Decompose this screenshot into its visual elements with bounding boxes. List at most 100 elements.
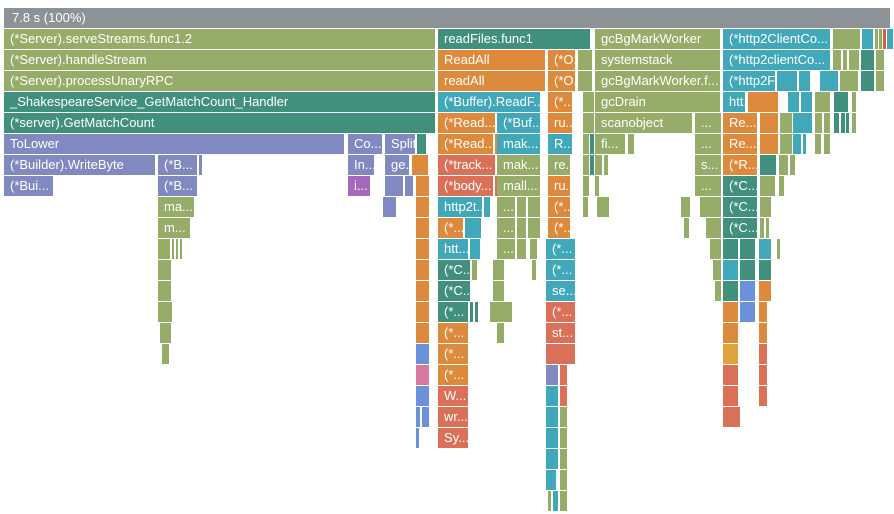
flame-frame[interactable] bbox=[759, 344, 767, 364]
flame-frame[interactable] bbox=[416, 323, 429, 343]
flame-frame[interactable] bbox=[416, 260, 429, 280]
flame-root-frame[interactable]: 7.8 s (100%) bbox=[4, 8, 890, 28]
flame-frame[interactable]: (*B... bbox=[158, 155, 197, 175]
flame-frame[interactable] bbox=[416, 218, 429, 238]
flame-frame[interactable]: ... bbox=[497, 218, 515, 238]
flame-frame[interactable]: (*track... bbox=[438, 155, 495, 175]
flame-frame[interactable] bbox=[517, 239, 526, 259]
flame-frame[interactable]: Split bbox=[385, 134, 415, 154]
flame-frame[interactable]: st... bbox=[546, 323, 575, 343]
flame-frame[interactable] bbox=[416, 386, 429, 406]
flame-frame[interactable]: (*... bbox=[548, 218, 570, 238]
flame-frame[interactable] bbox=[465, 218, 481, 238]
flame-frame[interactable] bbox=[760, 176, 775, 196]
flame-frame[interactable] bbox=[530, 239, 537, 259]
flame-frame[interactable] bbox=[815, 92, 830, 112]
flame-frame[interactable] bbox=[879, 29, 882, 49]
flame-frame[interactable] bbox=[475, 302, 478, 322]
flame-frame[interactable] bbox=[470, 239, 480, 259]
flame-frame[interactable] bbox=[700, 197, 721, 217]
flame-frame[interactable] bbox=[405, 176, 413, 196]
flame-frame[interactable]: (*http2Fr... bbox=[723, 71, 775, 91]
flame-frame[interactable] bbox=[876, 71, 884, 91]
flame-frame[interactable] bbox=[740, 302, 755, 322]
flame-frame[interactable]: se... bbox=[546, 281, 575, 301]
flame-frame[interactable]: (*Server).serveStreams.func1.2 bbox=[4, 29, 435, 49]
flame-frame[interactable]: ... bbox=[695, 176, 721, 196]
flame-frame[interactable] bbox=[748, 92, 778, 112]
flame-frame[interactable]: (*... bbox=[438, 365, 468, 385]
flame-frame[interactable] bbox=[759, 239, 771, 259]
flame-frame[interactable] bbox=[560, 449, 567, 469]
flame-frame[interactable] bbox=[590, 155, 594, 175]
flame-frame[interactable]: s... bbox=[695, 155, 721, 175]
flame-frame[interactable] bbox=[760, 134, 778, 154]
flame-frame[interactable]: (*Bui... bbox=[4, 176, 53, 196]
flame-frame[interactable] bbox=[553, 491, 558, 511]
flame-frame[interactable] bbox=[493, 260, 504, 280]
flame-frame[interactable] bbox=[416, 239, 429, 259]
flame-frame[interactable]: (*B... bbox=[158, 176, 197, 196]
flame-frame[interactable] bbox=[472, 260, 477, 280]
flame-frame[interactable] bbox=[841, 113, 845, 133]
flame-frame[interactable] bbox=[788, 92, 799, 112]
flame-frame[interactable] bbox=[517, 218, 526, 238]
flame-frame[interactable] bbox=[546, 344, 575, 364]
flame-frame[interactable]: ReadAll bbox=[438, 50, 545, 70]
flame-frame[interactable]: re... bbox=[548, 155, 570, 175]
flame-frame[interactable] bbox=[759, 260, 771, 280]
flame-frame[interactable] bbox=[681, 197, 690, 217]
flame-frame[interactable]: htt... bbox=[723, 92, 745, 112]
flame-frame[interactable] bbox=[385, 176, 403, 196]
flame-frame[interactable]: htt... bbox=[438, 239, 468, 259]
flame-frame[interactable]: ... bbox=[695, 113, 721, 133]
flame-frame[interactable] bbox=[713, 260, 721, 280]
flame-frame[interactable] bbox=[852, 113, 856, 133]
flame-frame[interactable] bbox=[560, 470, 567, 490]
flame-frame[interactable]: (*... bbox=[438, 218, 463, 238]
flame-frame[interactable] bbox=[416, 281, 429, 301]
flame-frame[interactable] bbox=[815, 113, 822, 133]
flame-frame[interactable]: (*Buf... bbox=[497, 113, 540, 133]
flame-frame[interactable]: (*C... bbox=[723, 218, 757, 238]
flame-frame[interactable] bbox=[583, 197, 588, 217]
flame-frame[interactable] bbox=[723, 344, 738, 364]
flame-frame[interactable] bbox=[176, 239, 178, 259]
flame-frame[interactable] bbox=[578, 71, 592, 91]
flame-frame[interactable] bbox=[546, 407, 558, 427]
flame-frame[interactable]: R... bbox=[548, 134, 572, 154]
flame-frame[interactable] bbox=[852, 92, 856, 112]
flame-frame[interactable] bbox=[560, 386, 567, 406]
flame-frame[interactable]: ge... bbox=[385, 155, 409, 175]
flame-frame[interactable]: Co... bbox=[348, 134, 382, 154]
flame-frame[interactable] bbox=[412, 155, 428, 175]
flame-frame[interactable] bbox=[532, 260, 536, 280]
flame-frame[interactable]: (*Read... bbox=[438, 134, 493, 154]
flame-frame[interactable]: ... bbox=[497, 197, 515, 217]
flame-frame[interactable]: (*Server).processUnaryRPC bbox=[4, 71, 435, 91]
flame-frame[interactable]: _ShakespeareService_GetMatchCount_Handle… bbox=[4, 92, 435, 112]
flame-frame[interactable]: (*body... bbox=[438, 176, 493, 196]
flame-frame[interactable] bbox=[861, 71, 874, 91]
flame-frame[interactable]: (*... bbox=[546, 260, 575, 280]
flame-frame[interactable] bbox=[597, 197, 609, 217]
flame-frame[interactable]: (*... bbox=[438, 323, 468, 343]
flame-frame[interactable]: ma... bbox=[158, 197, 194, 217]
flame-frame[interactable] bbox=[740, 260, 755, 280]
flame-frame[interactable]: i... bbox=[348, 176, 370, 196]
flame-frame[interactable]: systemstack bbox=[595, 50, 720, 70]
flame-frame[interactable]: (*Buffer).ReadF... bbox=[438, 92, 540, 112]
flame-frame[interactable] bbox=[799, 71, 810, 91]
flame-frame[interactable] bbox=[548, 491, 551, 511]
flame-frame[interactable] bbox=[760, 113, 778, 133]
flame-frame[interactable] bbox=[416, 428, 419, 448]
flame-frame[interactable]: gcBgMarkWorker.f... bbox=[595, 71, 720, 91]
flame-frame[interactable]: (*C... bbox=[438, 281, 470, 301]
flame-frame[interactable] bbox=[887, 29, 893, 49]
flame-frame[interactable] bbox=[416, 407, 420, 427]
flame-frame[interactable] bbox=[160, 323, 171, 343]
flame-frame[interactable] bbox=[824, 134, 830, 154]
flame-frame[interactable] bbox=[723, 386, 738, 406]
flame-frame[interactable] bbox=[760, 155, 776, 175]
flame-frame[interactable] bbox=[740, 281, 755, 301]
